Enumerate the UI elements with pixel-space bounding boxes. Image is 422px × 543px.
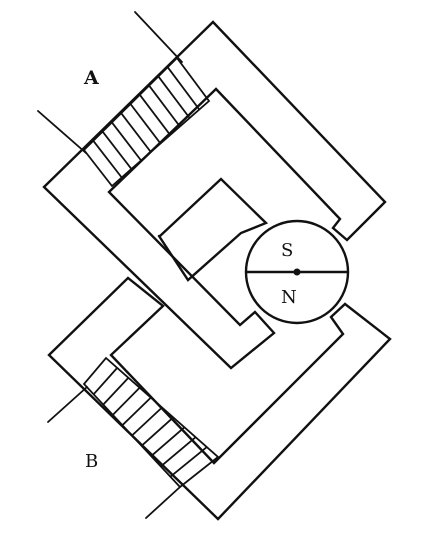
upper-inner-slot [157,177,269,282]
coil-b-lead-bottom [145,486,181,519]
coil-a-turn [120,112,152,153]
rotor-pivot [293,268,301,276]
coil-a-label: A [83,67,99,89]
rotor-magnet: S N [244,219,350,325]
coil-b-turn [140,416,174,447]
lower-core-outline [47,276,392,521]
coil-a-turn [111,121,142,162]
south-pole-label: S [281,240,293,261]
coil-b-label: B [85,451,98,472]
north-pole-label: N [281,287,297,308]
upper-core-a [42,20,387,370]
lower-core-b [47,276,392,521]
coil-b-outline [82,356,220,489]
coil-a-turn [92,140,123,179]
coil-b-turn [150,426,185,457]
coil-a-turn [129,103,162,145]
coil-b-turn [121,396,152,426]
coil-b-turn [169,446,208,478]
coil-b-turn [112,387,141,416]
coil-b: B [47,356,220,519]
coil-a-outline [82,56,211,188]
coil-a-turn [166,66,201,111]
coil-b-lead-left [47,386,88,423]
coil-a-turns [92,66,201,179]
coil-a-turn [148,85,181,128]
coil-b-turn [160,436,197,468]
coil-b-turns [92,367,208,478]
coil-a-lead-top [134,11,183,63]
coil-a-turn [101,131,133,170]
coil-a: A [37,11,211,188]
coil-a-lead-left [37,110,87,154]
coil-b-turn [131,406,163,437]
coil-a-turn [157,75,191,119]
coil-a-turn [139,94,171,136]
coil-b-turn [92,367,118,395]
upper-core-outline [42,20,387,370]
coil-b-turn [102,377,130,406]
